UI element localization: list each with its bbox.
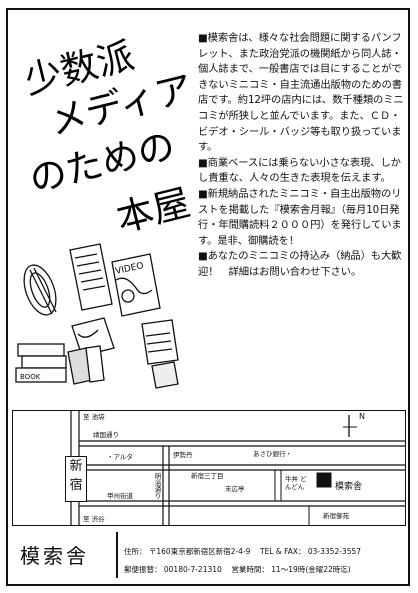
station-label: 新宿	[65, 456, 87, 502]
outer-frame	[6, 8, 410, 586]
transfer-row: 郵便振替： 00180-7-21310 営業時間： 11～19時(金曜22時迄)	[124, 564, 351, 575]
label-yasukuni: 靖国通り	[93, 431, 119, 439]
address-label: 住所：	[124, 547, 147, 556]
label-to-ikebukuro: 至 池袋	[83, 413, 105, 421]
footer-divider	[116, 532, 118, 578]
paragraph-newsletter: ■新規納品されたミニコミ・自主出版物のリストを掲載した『模索舎月報』（毎月10日…	[198, 187, 402, 247]
label-asahi-bank: あさひ銀行・	[253, 450, 292, 458]
label-suehirotei: 末広亭	[225, 485, 245, 493]
footer: 模索舎 住所： 〒160東京都新宿区新宿2-4-9 TEL & FAX： 03-…	[12, 528, 406, 582]
description-text: ■模索舎は、様々な社会問題に関するパンフレット、また政治党派の機関紙から同人誌・…	[198, 31, 404, 281]
hours-value: 11～19時(金曜22時迄)	[271, 565, 351, 574]
address-row: 住所： 〒160東京都新宿区新宿2-4-9 TEL & FAX： 03-3352…	[124, 546, 361, 557]
map-lines	[70, 411, 405, 525]
label-yoshinoya: 牛丼 どんどん	[285, 475, 307, 491]
books-illustration: VIDEO BOOK	[15, 243, 179, 389]
label-isetan: 伊勢丹	[173, 451, 193, 459]
address-value: 〒160東京都新宿区新宿2-4-9	[148, 547, 251, 556]
tel-label: TEL & FAX：	[259, 547, 306, 556]
paragraph-expression: ■商業ベースには乗らない小さな表現、しかし貴重な、人々の生きた表現を伝えます。	[198, 156, 401, 185]
tel-value: 03-3352-3557	[307, 547, 362, 556]
label-meiji-dori: 明治通り	[153, 473, 161, 499]
transfer-value: 00180-7-21310	[163, 565, 222, 574]
label-sanchome: 新宿三丁目	[191, 472, 224, 480]
label-alta: ・アルタ	[107, 453, 133, 461]
store-name: 模索舎	[20, 544, 89, 568]
label-gyoen: 新宿御苑	[323, 512, 349, 520]
access-map: 新宿 至 池袋 至 渋谷 靖国通り ・アルタ 伊勢丹 新宿三丁目 あさひ銀行・ …	[12, 410, 406, 526]
paragraph-consignment: ■あなたのミニコミの持込み（納品）も大歓迎！ 詳細はお問い合わせ下さい。	[198, 250, 402, 278]
north-label: N	[359, 412, 365, 421]
label-koshu-kaido: 甲州街道	[107, 492, 133, 500]
paragraph-about: ■模索舎は、様々な社会問題に関するパンフレット、また政治党派の機関紙から同人誌・…	[198, 32, 404, 154]
label-to-shibuya: 至 渋谷	[83, 515, 105, 523]
hours-label: 営業時間：	[231, 565, 269, 574]
book-label: BOOK	[20, 373, 41, 381]
transfer-label: 郵便振替：	[124, 565, 162, 574]
store-label: 模索舎	[335, 482, 363, 492]
